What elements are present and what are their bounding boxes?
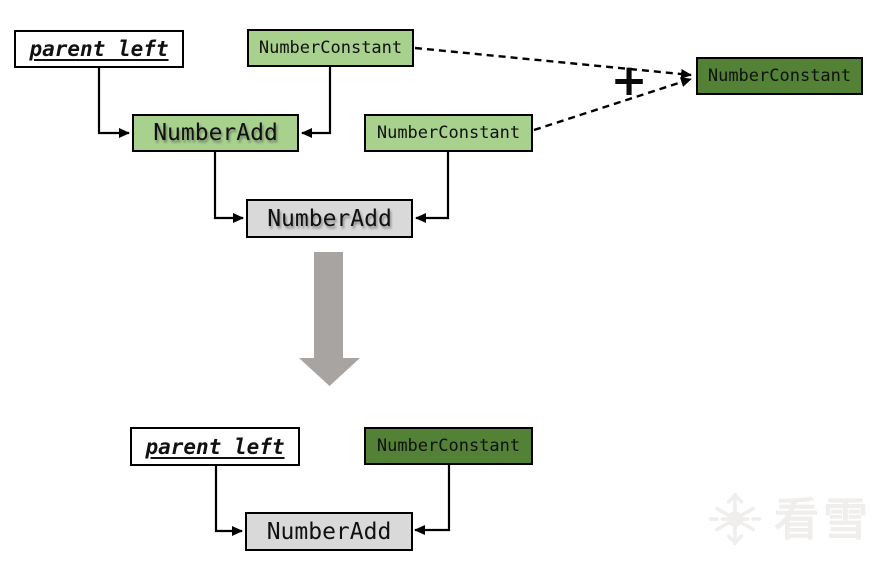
- number-constant-node-left: NumberConstant: [247, 29, 414, 67]
- edge-parentleft-to-inneradd: [97, 68, 130, 138]
- edge-constant-to-add-after: [414, 465, 451, 535]
- fold-dashed-arrow-bottom: [533, 77, 692, 132]
- number-constant-node-folded: NumberConstant: [696, 57, 863, 95]
- parent-left-node-after: parent_left: [130, 427, 300, 466]
- number-constant-node-right: NumberConstant: [364, 114, 533, 152]
- number-add-node-outer: NumberAdd: [246, 199, 413, 238]
- edge-leftconstant-to-inneradd: [301, 67, 332, 138]
- edge-rightconstant-to-outeradd: [415, 152, 450, 223]
- big-down-arrow: [299, 252, 360, 386]
- fold-dashed-arrow-top: [414, 46, 692, 80]
- number-constant-node-after: NumberConstant: [364, 427, 533, 465]
- parent-left-node-before: parent_left: [14, 30, 184, 68]
- edge-parentleft-to-add-after: [214, 466, 243, 536]
- plus-operator: +: [610, 54, 648, 106]
- edge-inneradd-to-outeradd: [213, 152, 244, 223]
- number-add-node-inner: NumberAdd: [132, 114, 299, 152]
- number-add-node-after: NumberAdd: [245, 512, 413, 551]
